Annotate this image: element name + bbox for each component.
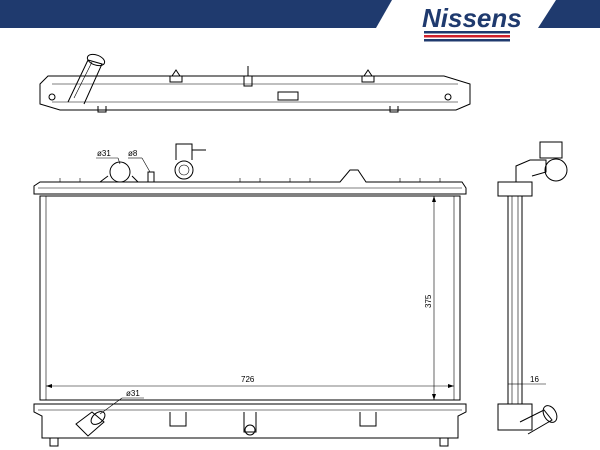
brand-logo-text: Nissens bbox=[422, 3, 522, 33]
inlet-diameter-label: ø31 bbox=[97, 149, 111, 158]
side-view: 16 bbox=[497, 141, 568, 435]
side-inlet bbox=[515, 159, 547, 182]
filler-neck-inner bbox=[178, 164, 190, 176]
callout-inlet: ø31 bbox=[96, 149, 121, 165]
side-core bbox=[507, 195, 523, 405]
mount-hole-left bbox=[48, 93, 56, 101]
top-label-plate bbox=[277, 91, 299, 101]
callout-vent: ø8 bbox=[128, 149, 151, 173]
dimension-depth: 16 bbox=[508, 375, 546, 385]
logo-stripe-blue bbox=[424, 31, 510, 34]
width-label: 726 bbox=[241, 375, 255, 384]
filler-cap bbox=[175, 143, 206, 160]
outlet-diameter-label: ø31 bbox=[126, 389, 140, 398]
top-view-tank bbox=[39, 53, 471, 113]
banner-left-band bbox=[0, 0, 392, 28]
height-label: 375 bbox=[424, 294, 433, 308]
front-view: 726 375 ø31 ø8 ø31 bbox=[33, 143, 467, 447]
dimension-height: 375 bbox=[424, 196, 436, 400]
top-clip-2 bbox=[389, 106, 399, 113]
depth-label: 16 bbox=[530, 375, 539, 384]
drain-plug bbox=[244, 424, 256, 436]
header-banner bbox=[0, 0, 600, 28]
top-inlet-line bbox=[73, 61, 93, 99]
upper-tank bbox=[33, 169, 467, 195]
side-inlet-end bbox=[544, 158, 568, 182]
dimension-width: 726 bbox=[46, 375, 454, 388]
top-inlet-mouth bbox=[86, 53, 106, 67]
side-upper-tank bbox=[497, 181, 533, 197]
top-bracket-1 bbox=[169, 69, 183, 83]
outlet-pipe-mouth bbox=[90, 411, 106, 425]
top-bracket-3 bbox=[361, 69, 375, 83]
inlet-pipe-bracket bbox=[99, 175, 139, 183]
outlet-pipe bbox=[75, 411, 105, 437]
side-cap bbox=[539, 141, 563, 159]
mount-hole-right bbox=[444, 93, 452, 101]
side-lower-tank bbox=[497, 403, 533, 431]
upper-tank-ribs bbox=[59, 178, 441, 182]
top-clip-1 bbox=[97, 106, 107, 113]
side-outlet bbox=[519, 409, 553, 435]
banner-right-band bbox=[538, 0, 600, 28]
lower-tank-lugs bbox=[49, 412, 449, 447]
top-bracket-2 bbox=[243, 66, 253, 87]
vent-diameter-label: ø8 bbox=[128, 149, 138, 158]
inlet-pipe bbox=[109, 161, 131, 183]
top-inlet-pipe bbox=[67, 59, 103, 105]
callout-outlet: ø31 bbox=[99, 389, 144, 415]
brand-logo: Nissens bbox=[422, 3, 522, 42]
lower-tank bbox=[33, 403, 467, 439]
logo-stripe-red bbox=[424, 35, 510, 38]
vent-pipe bbox=[147, 171, 155, 182]
radiator-core bbox=[39, 195, 461, 401]
top-tank-outline bbox=[39, 75, 471, 111]
side-outlet-mouth bbox=[542, 405, 558, 423]
logo-stripe-blue-2 bbox=[424, 39, 510, 42]
filler-neck bbox=[174, 160, 194, 180]
